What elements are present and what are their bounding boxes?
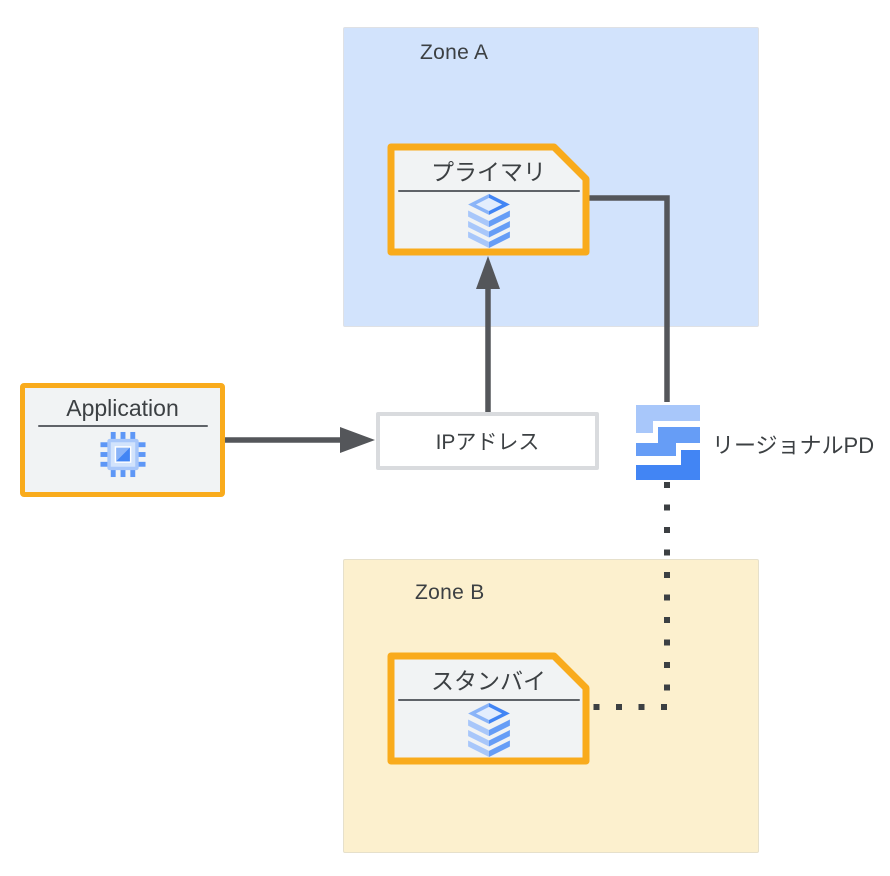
regional-pd-label: リージョナルPD	[712, 433, 875, 458]
regional-persistent-disk-icon	[634, 402, 702, 480]
application-label: Application	[66, 395, 179, 421]
primary-label: プライマリ	[431, 159, 546, 185]
standby-divider	[397, 699, 580, 701]
ip-to-primary-arrow	[476, 256, 500, 412]
primary-divider	[397, 190, 580, 192]
ip-address-label: IPアドレス	[435, 431, 540, 454]
application-divider	[37, 425, 208, 427]
standby-label: スタンバイ	[431, 668, 546, 694]
ip-address-box: IPアドレス	[376, 412, 599, 470]
app-to-ip-arrow	[225, 427, 375, 453]
zone-a-label: Zone A	[420, 41, 489, 64]
database-icon	[467, 703, 510, 757]
standby-card: スタンバイ	[387, 652, 590, 765]
primary-card: プライマリ	[387, 143, 590, 256]
primary-to-pd-line	[589, 195, 670, 406]
application-card: Application	[20, 383, 225, 497]
database-icon	[467, 194, 510, 248]
cpu-icon	[99, 431, 146, 478]
zone-b-label: Zone B	[415, 581, 485, 604]
pd-to-standby-dotted-line	[592, 482, 670, 710]
